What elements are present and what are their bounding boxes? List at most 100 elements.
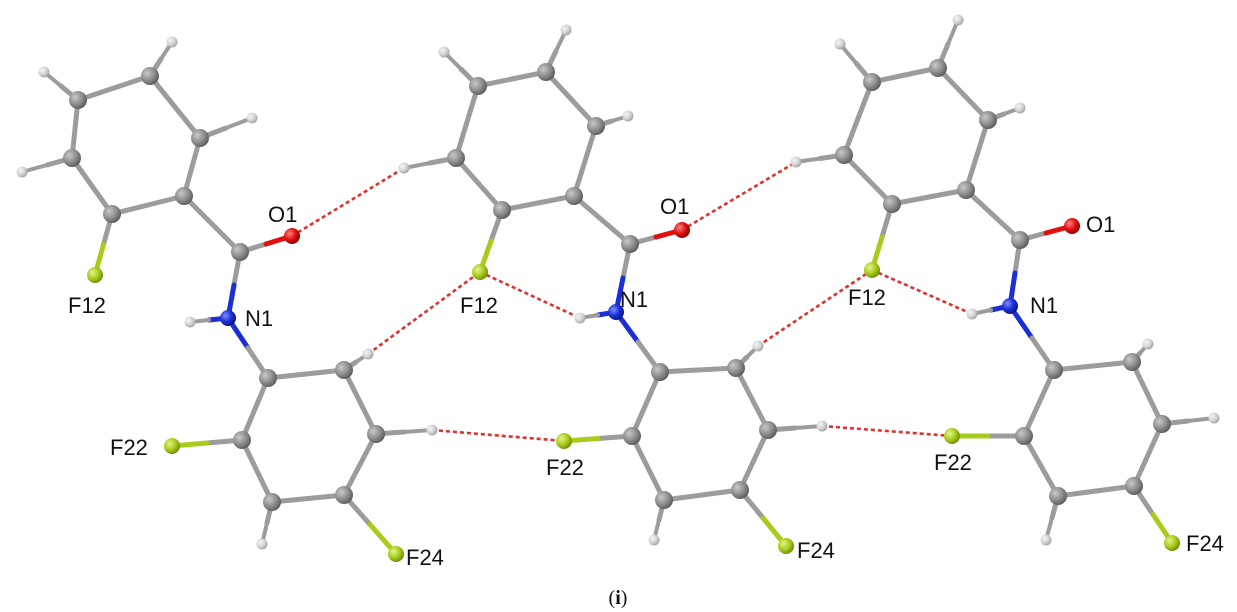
hydrogen-atom: [560, 24, 572, 36]
fluorine-atom: [388, 546, 404, 562]
carbon-atom: [335, 486, 353, 504]
oxygen-atom: [284, 228, 300, 244]
carbon-atom: [835, 146, 853, 164]
label-n1-molecule-1: N1: [245, 306, 273, 331]
hydrogen-atom: [574, 312, 586, 324]
carbon-atom: [537, 63, 555, 81]
label-o1-molecule-3: O1: [1086, 212, 1115, 237]
carbon-atom: [759, 421, 777, 439]
carbon-atom: [621, 235, 639, 253]
hydrogen-atom: [752, 340, 764, 352]
label-n1-molecule-2: N1: [620, 287, 648, 312]
carbon-atom: [191, 129, 209, 147]
carbon-atom: [263, 493, 281, 511]
carbon-atom: [929, 59, 947, 77]
label-f24-molecule-2: F24: [797, 538, 835, 563]
hydrogen-atom: [246, 112, 258, 124]
hydrogen-atom: [816, 420, 828, 432]
carbon-atom: [655, 491, 673, 509]
fluorine-atom: [87, 267, 103, 283]
carbon-atom: [493, 201, 511, 219]
carbon-atom: [651, 363, 669, 381]
hydrogen-atom: [834, 38, 846, 50]
carbon-atom: [731, 481, 749, 499]
oxygen-atom: [674, 222, 690, 238]
fluorine-atom: [164, 438, 180, 454]
carbon-atom: [565, 187, 583, 205]
carbon-atom: [175, 187, 193, 205]
hydrogen-atom: [622, 110, 634, 122]
hydrogen-atom: [38, 66, 50, 78]
hydrogen-atom: [16, 166, 28, 178]
carbon-atom: [69, 91, 87, 109]
fluorine-atom: [472, 264, 488, 280]
label-f22-molecule-1: F22: [110, 435, 148, 460]
hydrogen-atom: [438, 46, 450, 58]
hydrogen-atom: [790, 156, 802, 168]
label-n1-molecule-3: N1: [1030, 293, 1058, 318]
carbon-atom: [863, 73, 881, 91]
carbon-atom: [141, 67, 159, 85]
carbon-atom: [883, 195, 901, 213]
nitrogen-atom: [608, 304, 624, 320]
carbon-atom: [1015, 427, 1033, 445]
fluorine-atom: [864, 262, 880, 278]
label-f24-molecule-1: F24: [406, 545, 444, 570]
hydrogen-atom: [952, 14, 964, 26]
oxygen-atom: [1064, 218, 1080, 234]
label-f12-molecule-1: F12: [68, 293, 106, 318]
carbon-atom: [103, 205, 121, 223]
carbon-atom: [979, 111, 997, 129]
carbon-atom: [233, 431, 251, 449]
carbon-atom: [587, 117, 605, 135]
hydrogen-bond-line: [821, 424, 953, 438]
covalent-bonds: [20, 18, 1216, 557]
fluorine-atom: [778, 538, 794, 554]
label-o1-molecule-1: O1: [268, 202, 297, 227]
label-f24-molecule-3: F24: [1186, 531, 1224, 556]
fluorine-atom: [944, 428, 960, 444]
carbon-atom: [1049, 487, 1067, 505]
carbon-atom: [335, 361, 353, 379]
label-o1-molecule-2: O1: [660, 194, 689, 219]
carbon-atom: [623, 427, 641, 445]
atoms: [16, 14, 1220, 562]
fluorine-atom: [1164, 535, 1180, 551]
carbon-atom: [727, 359, 745, 377]
carbon-atom: [259, 369, 277, 387]
hydrogen-bond-line: [479, 270, 581, 320]
hydrogen-atom: [184, 316, 196, 328]
hydrogen-bond-line: [431, 428, 565, 443]
hydrogen-atom: [166, 36, 178, 48]
carbon-atom: [231, 243, 249, 261]
hydrogen-atom: [362, 348, 374, 360]
carbon-atom: [1123, 353, 1141, 371]
label-f12-molecule-3: F12: [848, 285, 886, 310]
hydrogen-atom: [426, 424, 438, 436]
carbon-atom: [447, 149, 465, 167]
hydrogen-bond-line: [757, 268, 873, 348]
hydrogen-bond-line: [681, 160, 797, 232]
label-f22-molecule-3: F22: [934, 450, 972, 475]
carbon-atom: [1125, 477, 1143, 495]
nitrogen-atom: [220, 310, 236, 326]
carbon-atom: [1153, 415, 1171, 433]
label-f12-molecule-2: F12: [460, 293, 498, 318]
nitrogen-atom: [1002, 298, 1018, 314]
hydrogen-atom: [966, 308, 978, 320]
hydrogen-atom: [1040, 534, 1052, 546]
hydrogen-atom: [648, 534, 660, 546]
figure-caption: (i): [609, 587, 628, 609]
hydrogen-atom: [1142, 338, 1154, 350]
hydrogen-bond-contacts: [291, 160, 973, 443]
hydrogen-bond-line: [367, 270, 481, 356]
carbon-atom: [1011, 231, 1029, 249]
carbon-atom: [63, 149, 81, 167]
hydrogen-bond-line: [871, 268, 973, 316]
hydrogen-atom: [1208, 412, 1220, 424]
carbon-atom: [1045, 361, 1063, 379]
carbon-atom: [469, 77, 487, 95]
carbon-atom: [957, 181, 975, 199]
hydrogen-atom: [256, 538, 268, 550]
